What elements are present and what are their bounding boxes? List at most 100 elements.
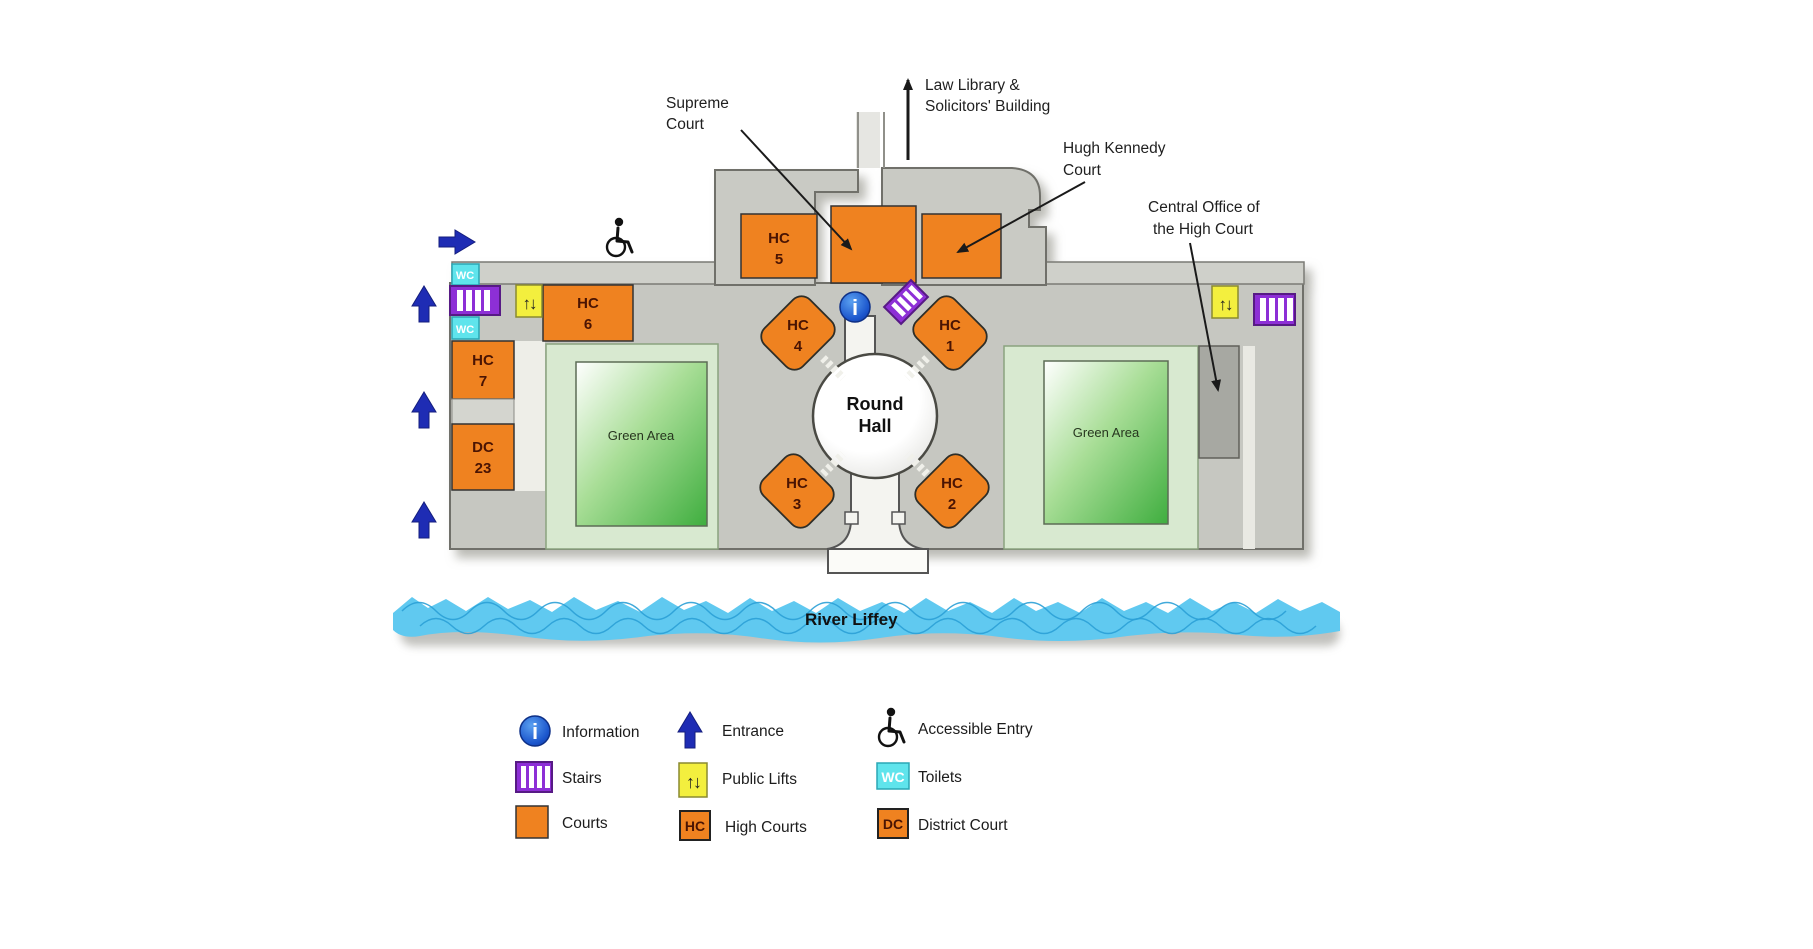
legend-information-label: Information bbox=[562, 724, 640, 741]
stairs-stripe bbox=[457, 290, 463, 311]
green-area-right-label: Green Area bbox=[1073, 425, 1140, 440]
room-hc2: HC 2 bbox=[914, 453, 990, 529]
toilets-icon-lower: WC bbox=[451, 316, 480, 340]
stairs-stripe bbox=[529, 766, 534, 788]
lift-west-glyph: ↑↓ bbox=[523, 294, 537, 313]
central-office-label-1: Central Office of bbox=[1148, 199, 1260, 216]
wc-box-2 bbox=[451, 316, 480, 340]
building-ledge-left bbox=[451, 261, 717, 285]
legend-courts: Courts bbox=[515, 805, 608, 839]
hugh-kennedy-arrow bbox=[956, 181, 1086, 253]
central-office-area bbox=[1198, 345, 1240, 459]
stairs-stripe bbox=[521, 766, 526, 788]
legend-high-courts: HC High Courts bbox=[679, 810, 807, 841]
room-dc23-abbr: DC bbox=[472, 439, 494, 456]
room-hc1-box bbox=[912, 295, 988, 371]
wc-label-1: WC bbox=[456, 270, 474, 282]
central-office-label-2: the High Court bbox=[1153, 221, 1254, 238]
hugh-kennedy-court-room bbox=[921, 213, 1002, 279]
information-icon-map: i bbox=[839, 291, 871, 323]
law-library-corridor bbox=[856, 112, 880, 168]
legend-entrance-label: Entrance bbox=[722, 723, 784, 740]
room-hc1-num: 1 bbox=[946, 338, 954, 355]
hall-connectors bbox=[820, 355, 930, 477]
building-ledge-right bbox=[1043, 261, 1305, 285]
entrance-arrow-icon bbox=[677, 711, 703, 749]
lift-east-box bbox=[1211, 285, 1239, 319]
room-hc7-num: 7 bbox=[479, 373, 487, 390]
green-area-right: Green Area bbox=[1003, 345, 1199, 550]
hugh-kennedy-label-2: Court bbox=[1063, 162, 1102, 179]
stairs-stripe bbox=[896, 296, 912, 312]
passage-notch-left bbox=[844, 511, 859, 525]
stairs-stripe bbox=[902, 290, 918, 306]
lift-west-box bbox=[515, 284, 543, 318]
room-hc4-num: 4 bbox=[794, 338, 803, 355]
round-hall-label-1: Round bbox=[847, 394, 904, 414]
room-hc3-num: 3 bbox=[793, 496, 801, 513]
legend-info-glyph: i bbox=[532, 719, 538, 744]
legend-wc-glyph: WC bbox=[881, 769, 904, 785]
stairs-stripe bbox=[537, 766, 542, 788]
room-dc23-box bbox=[451, 423, 515, 491]
legend-accessible-entry: Accessible Entry bbox=[877, 706, 1033, 748]
info-circle bbox=[839, 291, 871, 323]
stairs-stripe bbox=[908, 285, 923, 300]
stairs-stripe bbox=[545, 766, 550, 788]
stairs-stripe bbox=[1278, 298, 1284, 321]
legend-lift-glyph: ↑↓ bbox=[686, 772, 700, 792]
side-entrance-arrow-icon bbox=[438, 229, 476, 255]
public-lift-icon bbox=[678, 762, 708, 798]
public-lift-icon-east: ↑↓ bbox=[1211, 285, 1239, 319]
room-hc1-abbr: HC bbox=[939, 317, 961, 334]
legend-district-court: DC District Court bbox=[877, 808, 1008, 839]
entrance-arrow-icon-2 bbox=[411, 391, 437, 429]
east-corridor bbox=[1243, 346, 1255, 549]
accessible-entry-icon bbox=[877, 706, 906, 748]
stairs-stripe bbox=[475, 290, 481, 311]
room-hc2-box bbox=[914, 453, 990, 529]
room-hc2-abbr: HC bbox=[941, 475, 963, 492]
wc-label-2: WC bbox=[456, 324, 474, 336]
stairs-icon-east bbox=[1253, 293, 1296, 326]
legend-public-lifts-label: Public Lifts bbox=[722, 771, 797, 788]
law-library-label-2: Solicitors' Building bbox=[925, 98, 1050, 115]
legend-toilets-label: Toilets bbox=[918, 769, 962, 786]
information-icon bbox=[519, 715, 551, 747]
room-hc6-box bbox=[542, 284, 634, 342]
round-hall-complex: Round Hall bbox=[811, 315, 939, 574]
room-hc5: HC 5 bbox=[740, 213, 818, 279]
room-hc6: HC 6 bbox=[542, 284, 634, 342]
room-hc7: HC 7 bbox=[451, 340, 515, 400]
river bbox=[393, 597, 1340, 643]
room-hc6-abbr: HC bbox=[577, 295, 599, 312]
passage-notch-right bbox=[891, 511, 906, 525]
room-hc3: HC 3 bbox=[759, 453, 835, 529]
room-hc4: HC 4 bbox=[760, 295, 836, 371]
room-hc1: HC 1 bbox=[912, 295, 988, 371]
legend-dc-glyph: DC bbox=[883, 816, 903, 832]
river-entrance-porch bbox=[827, 548, 929, 574]
public-lift-icon-west: ↑↓ bbox=[515, 284, 543, 318]
room-hc2-num: 2 bbox=[948, 496, 956, 513]
room-hc7-abbr: HC bbox=[472, 352, 494, 369]
room-hc3-abbr: HC bbox=[786, 475, 808, 492]
legend-stairs: Stairs bbox=[515, 761, 602, 793]
supreme-court-label-2: Court bbox=[666, 116, 705, 133]
room-gap bbox=[451, 398, 515, 425]
hugh-kennedy-label-1: Hugh Kennedy bbox=[1063, 140, 1166, 157]
lift-east-glyph: ↑↓ bbox=[1219, 295, 1233, 314]
green-area-left-label: Green Area bbox=[608, 428, 675, 443]
entrance-arrow-icon-3 bbox=[411, 501, 437, 539]
stairs-stripe bbox=[1260, 298, 1266, 321]
stairs-stripe bbox=[484, 290, 490, 311]
accessible-entry-icon-map bbox=[605, 216, 634, 258]
green-lawn-right bbox=[1043, 360, 1169, 525]
stairs-icon-west bbox=[449, 285, 501, 316]
legend-accessible-entry-label: Accessible Entry bbox=[918, 721, 1033, 738]
room-hc5-box bbox=[740, 213, 818, 279]
legend-entrance: Entrance bbox=[677, 711, 784, 749]
room-hc6-num: 6 bbox=[584, 316, 592, 333]
